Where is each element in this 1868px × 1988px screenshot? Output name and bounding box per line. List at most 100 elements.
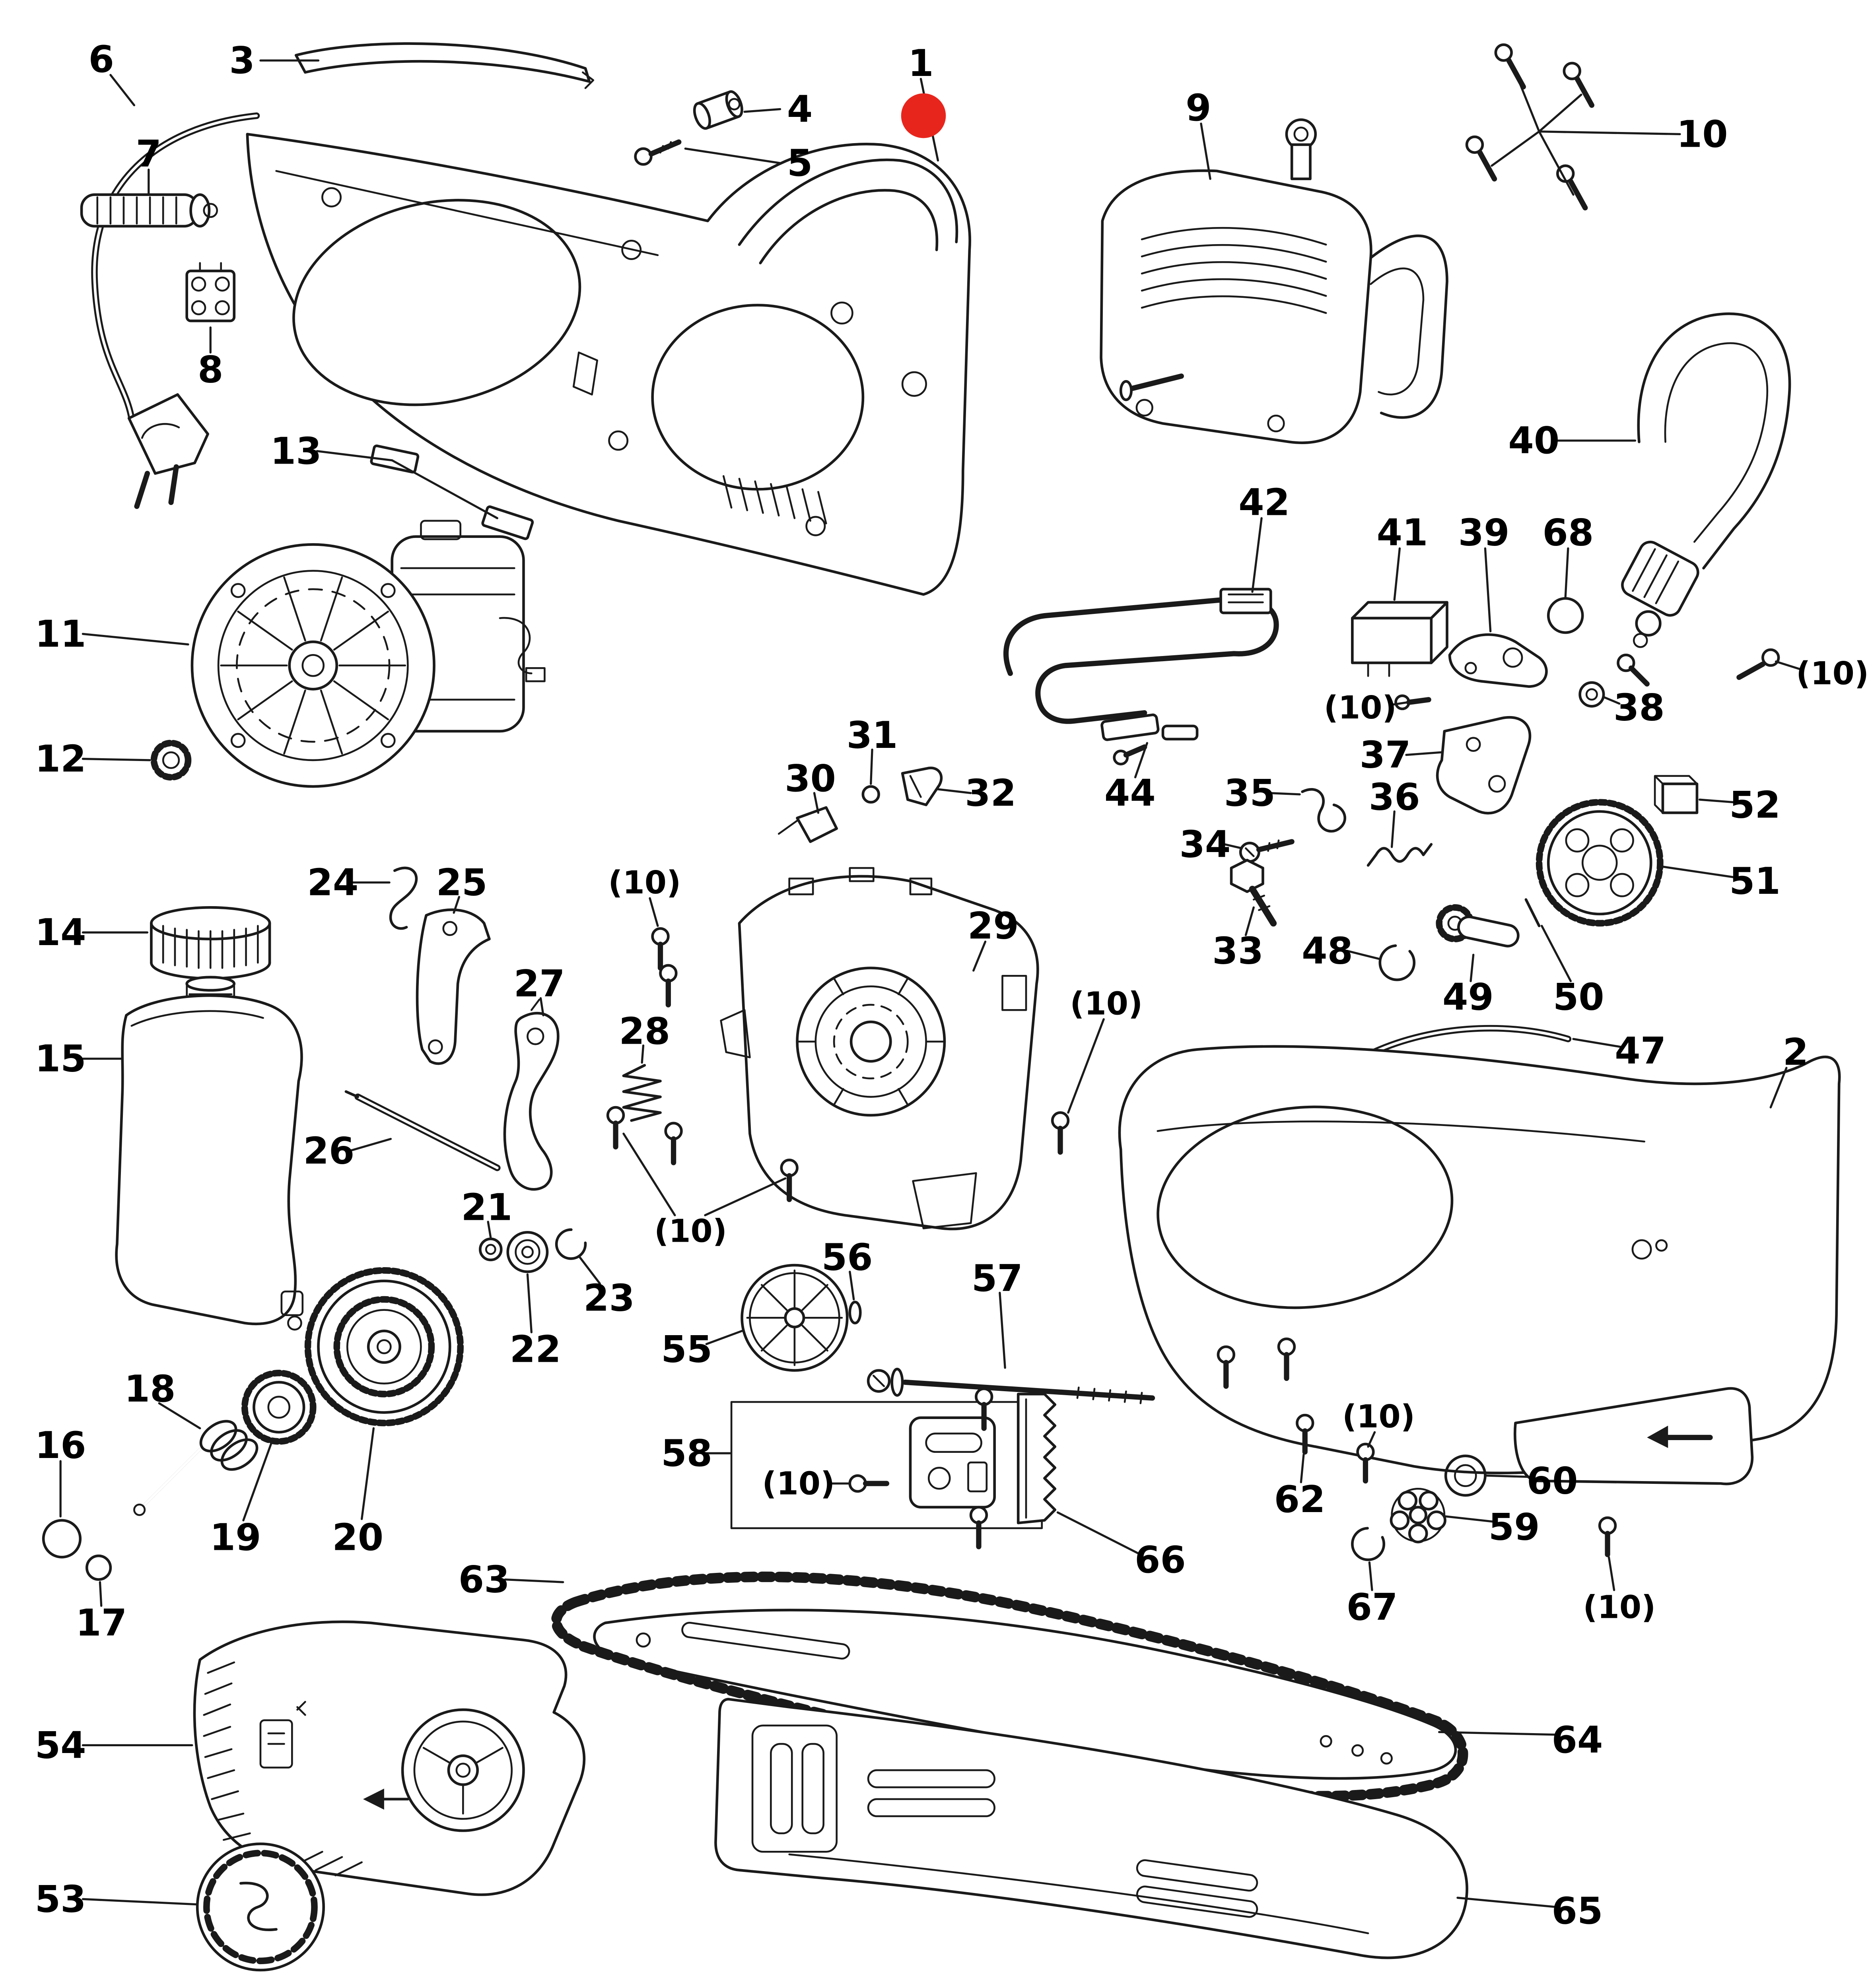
leader-line	[999, 1291, 1006, 1369]
leader-line	[849, 1270, 855, 1301]
line-art-shape	[746, 1269, 843, 1366]
line-art-shape	[1632, 548, 1679, 604]
part-label-28: 28	[619, 1010, 670, 1052]
line-art-shape	[420, 520, 462, 540]
ring-31-drawing	[861, 785, 880, 804]
line-art-shape	[217, 570, 409, 761]
part-label-21: 21	[461, 1186, 512, 1229]
line-art-shape	[1444, 1454, 1487, 1497]
part-label-59: 59	[1489, 1505, 1540, 1548]
leader-line	[1456, 1897, 1557, 1908]
o-ring-68-drawing	[1547, 597, 1584, 634]
line-art-shape	[796, 806, 838, 843]
motor-assembly-drawing	[190, 520, 546, 788]
leader-line	[158, 1402, 201, 1429]
line-art-shape	[389, 866, 418, 930]
part-label-47: 47	[1615, 1029, 1666, 1072]
qty-label: (10)	[608, 864, 681, 901]
line-art-shape	[648, 139, 682, 157]
line-art-shape	[93, 114, 258, 420]
line-art-shape	[230, 733, 246, 748]
line-art-shape	[1633, 633, 1648, 648]
line-art-shape	[848, 1301, 862, 1324]
line-art-shape	[1301, 788, 1346, 833]
leader-line	[1538, 93, 1582, 133]
line-art-shape	[788, 1853, 1369, 1934]
line-art-shape	[759, 189, 939, 264]
line-art-shape	[582, 71, 595, 89]
knob-53-drawing	[196, 1842, 325, 1972]
trigger-27-drawing	[503, 998, 560, 1191]
line-art-shape	[1466, 737, 1481, 752]
carbon-brushes-drawing	[370, 444, 534, 540]
line-art-shape	[1136, 1859, 1258, 1892]
part-label-18: 18	[124, 1367, 176, 1410]
line-art-shape	[275, 170, 659, 256]
line-art-shape	[1390, 1510, 1410, 1530]
line-art-shape	[506, 1231, 549, 1273]
line-art-shape	[413, 1720, 513, 1820]
leader-line	[391, 459, 498, 519]
ring-60-drawing	[1444, 1454, 1487, 1497]
part-label-25: 25	[436, 861, 488, 904]
line-art-shape	[1378, 944, 1416, 981]
qty-label: (10)	[1796, 655, 1868, 692]
line-art-shape	[215, 300, 230, 315]
leader-line	[649, 897, 659, 927]
part-label-66: 66	[1135, 1538, 1186, 1581]
line-art-shape	[555, 1228, 587, 1260]
leader-line	[1608, 1556, 1615, 1591]
line-art-shape	[1477, 150, 1497, 182]
part-label-53: 53	[35, 1877, 86, 1920]
line-art-shape	[1457, 915, 1520, 947]
part-label-26: 26	[303, 1129, 354, 1172]
part-label-64: 64	[1552, 1718, 1603, 1761]
line-art-shape	[1351, 617, 1433, 664]
sprocket-cover-29-drawing	[606, 867, 1070, 1231]
leader-line	[870, 748, 873, 785]
line-art-shape	[1366, 1027, 1570, 1056]
part-label-58: 58	[661, 1432, 712, 1475]
clutch-drum-20-drawing	[304, 1267, 464, 1427]
line-art-shape	[531, 998, 540, 1011]
oil-tank-15-drawing	[115, 994, 304, 1331]
part-label-1: 1	[908, 42, 933, 85]
line-art-shape	[738, 158, 958, 246]
part-label-2: 2	[1783, 1031, 1808, 1074]
part-label-49: 49	[1442, 975, 1494, 1018]
pinion-gear-drawing	[150, 740, 192, 781]
part-label-10: 10	[1677, 113, 1728, 155]
line-art-shape	[259, 1719, 293, 1769]
part-label-27: 27	[514, 962, 565, 1005]
line-art-shape	[1631, 1239, 1652, 1260]
leader-line	[1775, 660, 1802, 671]
screw-34-drawing	[1239, 839, 1295, 863]
line-art-shape	[830, 301, 853, 325]
leader-line	[1367, 1431, 1376, 1448]
line-art-shape	[96, 196, 177, 225]
part-label-19: 19	[210, 1516, 261, 1559]
line-art-shape	[1245, 847, 1255, 857]
line-art-shape	[442, 921, 458, 936]
line-art-shape	[551, 1571, 1468, 1802]
line-art-shape	[867, 1798, 995, 1817]
side-cover-54-drawing	[193, 1620, 586, 1896]
line-art-shape	[346, 1309, 422, 1385]
line-art-shape	[1320, 1735, 1332, 1747]
line-art-shape	[572, 351, 599, 396]
leader-line	[641, 1044, 645, 1064]
line-art-shape	[1157, 1120, 1645, 1143]
wire-clip-24-drawing	[389, 866, 418, 930]
spring-35-drawing	[1301, 788, 1346, 833]
line-art-shape	[902, 1379, 1155, 1401]
line-art-shape	[86, 1554, 112, 1581]
line-art-shape	[1419, 1491, 1439, 1510]
line-art-shape	[1256, 839, 1295, 852]
line-art-shape	[220, 576, 406, 755]
line-art-shape	[527, 1027, 544, 1045]
part-label-11: 11	[35, 612, 86, 655]
cover-screws-drawing	[1465, 43, 1594, 211]
ring-48-drawing	[1378, 944, 1416, 981]
line-art-shape	[1427, 1510, 1446, 1530]
